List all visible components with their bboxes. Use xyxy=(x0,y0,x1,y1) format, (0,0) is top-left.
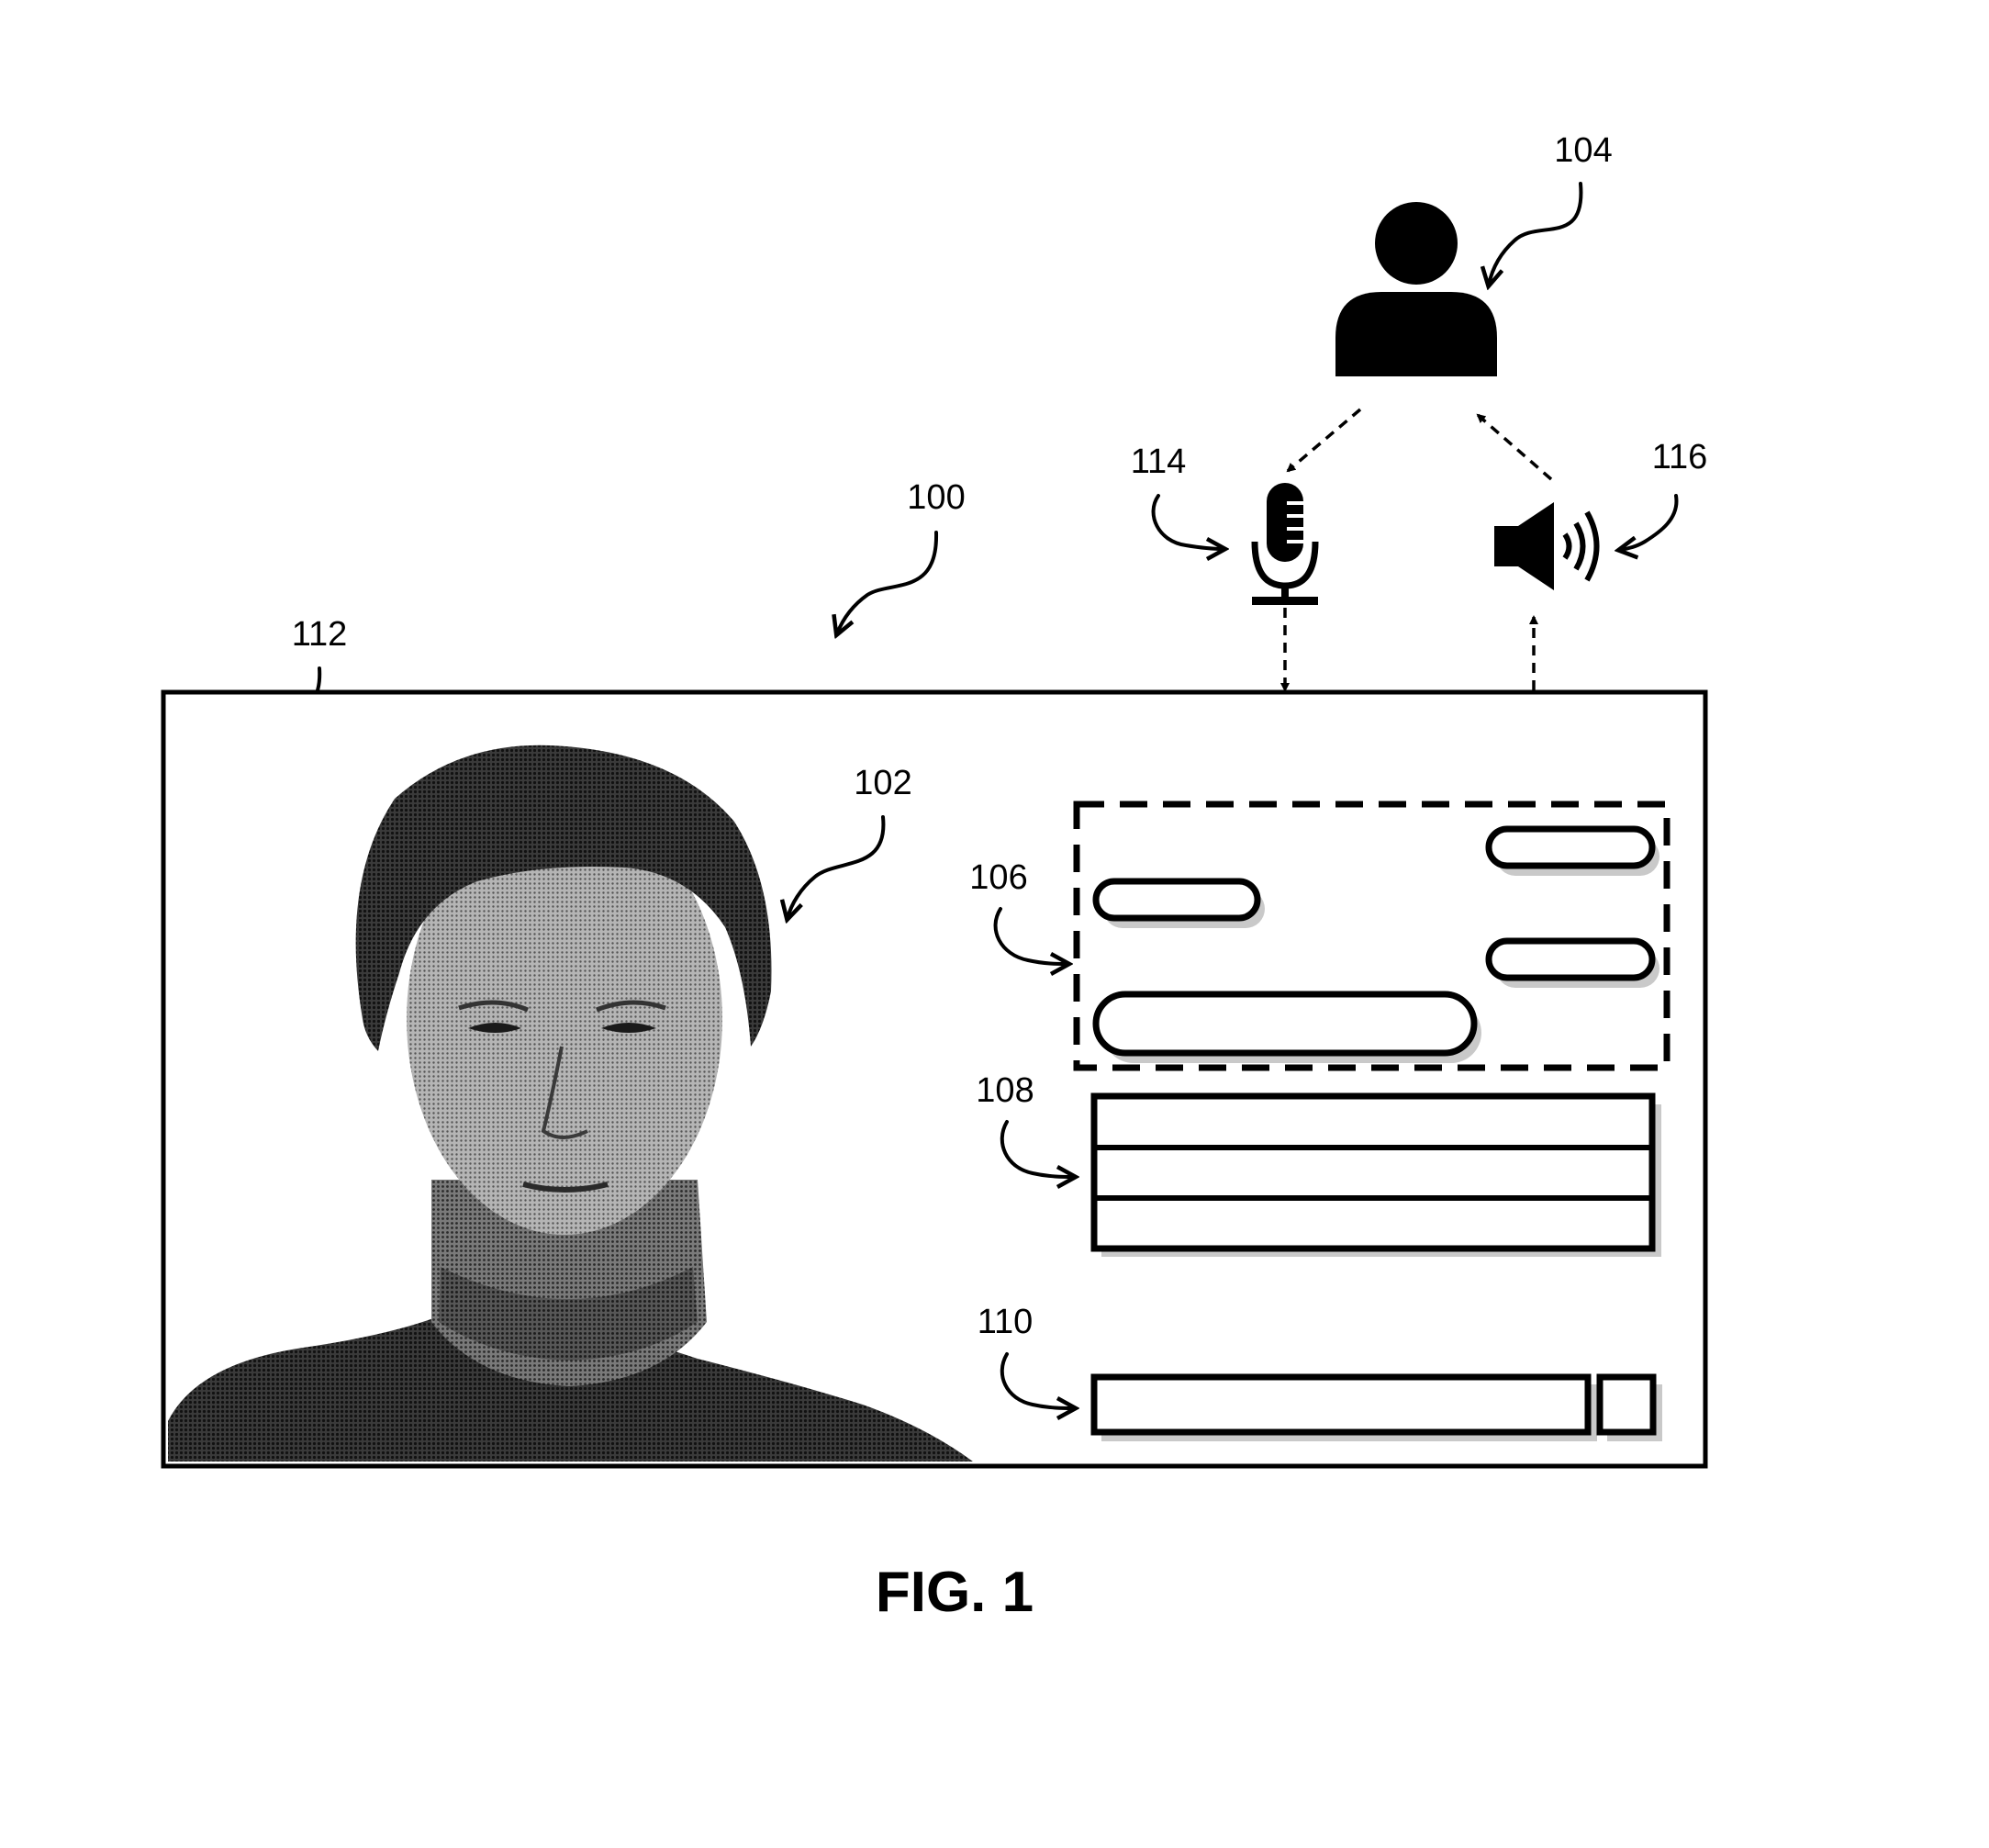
label-114: 114 xyxy=(1131,442,1187,481)
leader-104 xyxy=(1489,182,1583,285)
leader-114 xyxy=(1151,494,1224,549)
figure-caption: FIG. 1 xyxy=(876,1561,1034,1624)
microphone-icon xyxy=(1251,483,1319,605)
message-bubble-user xyxy=(1092,878,1261,922)
message-bubble-user-long xyxy=(1092,991,1478,1057)
leader-110 xyxy=(1000,1352,1074,1408)
display-screen: 102 106 108 xyxy=(161,689,1708,1469)
user-icon xyxy=(1335,202,1497,376)
leader-100 xyxy=(837,531,939,633)
leader-102 xyxy=(788,815,886,918)
speaker-icon xyxy=(1494,502,1600,590)
leader-116 xyxy=(1620,494,1679,550)
label-100: 100 xyxy=(907,478,965,517)
option-row[interactable] xyxy=(1094,1096,1652,1148)
avatar-portrait xyxy=(168,745,973,1462)
input-bar xyxy=(1090,1373,1662,1441)
option-row[interactable] xyxy=(1094,1198,1652,1249)
label-104: 104 xyxy=(1554,131,1612,170)
arrow-speaker-to-user xyxy=(1476,413,1553,481)
arrow-user-to-mic xyxy=(1286,408,1362,473)
dialog-region xyxy=(1073,801,1671,1071)
send-button[interactable] xyxy=(1596,1373,1657,1436)
label-116: 116 xyxy=(1652,438,1708,476)
message-bubble-agent xyxy=(1485,937,1656,981)
leader-108 xyxy=(1000,1120,1074,1177)
label-112: 112 xyxy=(292,615,348,654)
message-bubble-agent xyxy=(1485,825,1656,869)
leader-106 xyxy=(993,907,1067,964)
label-106: 106 xyxy=(969,858,1027,897)
label-108: 108 xyxy=(976,1071,1034,1110)
label-110: 110 xyxy=(978,1303,1034,1341)
options-list xyxy=(1090,1092,1661,1257)
label-102: 102 xyxy=(854,764,911,802)
text-input[interactable] xyxy=(1090,1373,1592,1436)
option-row[interactable] xyxy=(1094,1148,1652,1198)
